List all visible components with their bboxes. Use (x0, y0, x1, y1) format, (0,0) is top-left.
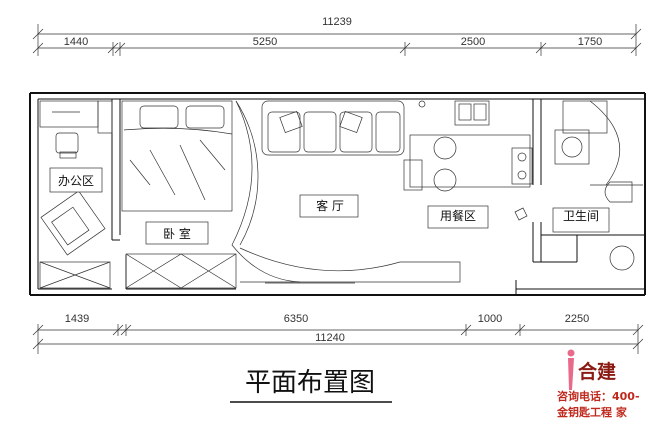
living-room-furniture (231, 100, 461, 284)
dining-area-furniture (403, 100, 533, 229)
office-area-label: 办公区 (58, 173, 94, 188)
bottom-dimension-4: 2250 (565, 313, 589, 325)
bedroom-furniture (121, 100, 237, 289)
bottom-dimension-1: 1439 (65, 313, 89, 325)
top-dimension-group: 11239 1440 5250 2500 1750 (32, 16, 642, 56)
office-area (39, 100, 113, 289)
top-dimension-2: 5250 (253, 36, 277, 48)
plan-title: 平面布置图 (245, 368, 375, 398)
bottom-dimension-2: 6350 (284, 313, 308, 325)
top-dimension-1: 1440 (64, 36, 88, 48)
top-dimension-3: 2500 (461, 36, 485, 48)
company-logo: 合建 咨询电话：400- 金钥匙工程 家 (556, 349, 640, 419)
dining-area-label: 用餐区 (440, 208, 476, 223)
bottom-dimension-group: 1439 6350 1000 2250 11240 (32, 313, 644, 354)
logo-brand-text: 合建 (578, 360, 616, 383)
bathroom-label: 卫生间 (563, 209, 599, 223)
living-room-label: 客 厅 (316, 198, 344, 213)
bottom-total-dimension: 11240 (315, 332, 345, 344)
logo-slogan-text: 金钥匙工程 家 (556, 405, 628, 419)
bottom-dimension-3: 1000 (478, 313, 502, 325)
bathroom-fixtures (552, 100, 643, 271)
logo-phone-text: 咨询电话：400- (557, 389, 640, 403)
top-dimension-4: 1750 (578, 36, 602, 48)
bedroom-label: 卧 室 (163, 226, 191, 241)
walls (29, 92, 646, 296)
top-total-dimension: 11239 (322, 16, 352, 28)
